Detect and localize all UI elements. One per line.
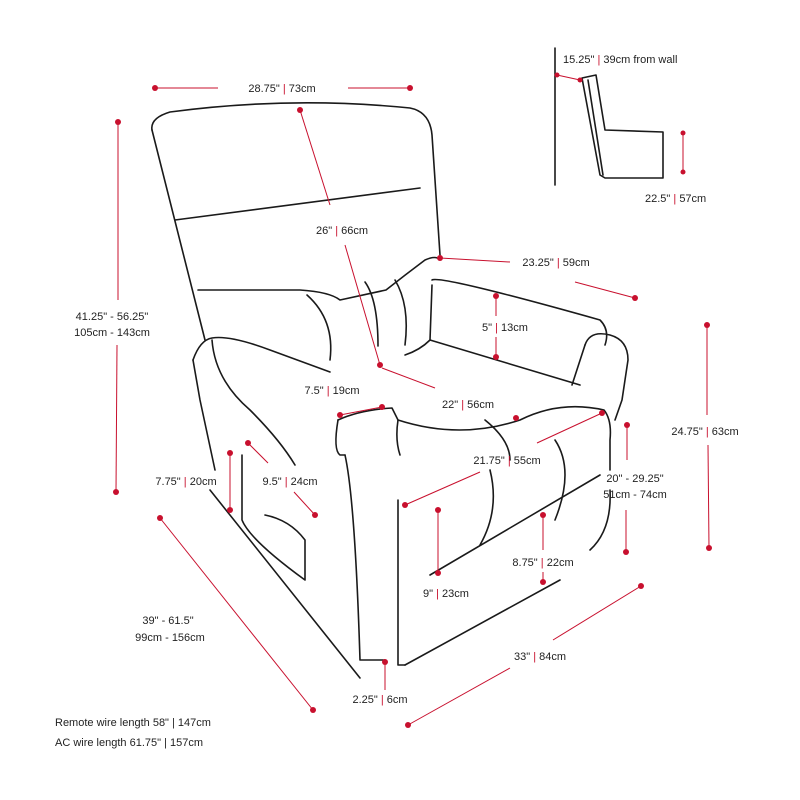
footrest-height-label: 8.75" | 22cm	[512, 557, 573, 569]
footrest-depth-label: 9" | 23cm	[423, 588, 469, 600]
total-height-label: 41.25" - 56.25"105cm - 143cm	[74, 311, 150, 339]
seat-depth-label: 22" | 56cm	[442, 399, 494, 411]
dimension-labels: 28.75" | 73cm 26" | 66cm 23.25" | 59cm 5…	[74, 83, 739, 706]
seat-width-label: 21.75" | 55cm	[473, 455, 540, 467]
inset-height-label: 22.5" | 57cm	[645, 193, 706, 205]
dimension-lines	[113, 85, 712, 728]
arm-width-label: 7.5" | 19cm	[304, 385, 359, 397]
ground-clearance-label: 2.25" | 6cm	[352, 694, 407, 706]
total-width-label: 33" | 84cm	[514, 651, 566, 663]
seat-height-label: 20" - 29.25"51cm - 74cm	[603, 473, 667, 501]
width-label: 28.75" | 73cm	[248, 83, 315, 95]
wire-notes: Remote wire length 58" | 147cm AC wire l…	[55, 717, 211, 749]
remote-wire-note: Remote wire length 58" | 147cm	[55, 717, 211, 729]
wall-clearance-label: 15.25" | 39cm from wall	[563, 54, 677, 66]
total-depth-label: 39" - 61.5"99cm - 156cm	[135, 615, 205, 644]
ac-wire-note: AC wire length 61.75" | 157cm	[55, 737, 203, 749]
arm-height-label: 24.75" | 63cm	[671, 426, 738, 438]
wall-clearance-inset: 15.25" | 39cm from wall 22.5" | 57cm	[554, 47, 706, 205]
pocket-height-label: 7.75" | 20cm	[155, 476, 216, 488]
back-height-label: 26" | 66cm	[316, 225, 368, 237]
arm-height-above-seat-label: 5" | 13cm	[482, 322, 528, 334]
arm-depth-label: 23.25" | 59cm	[522, 257, 589, 269]
pocket-width-label: 9.5" | 24cm	[262, 476, 317, 488]
recliner-chair-drawing	[151, 102, 629, 679]
